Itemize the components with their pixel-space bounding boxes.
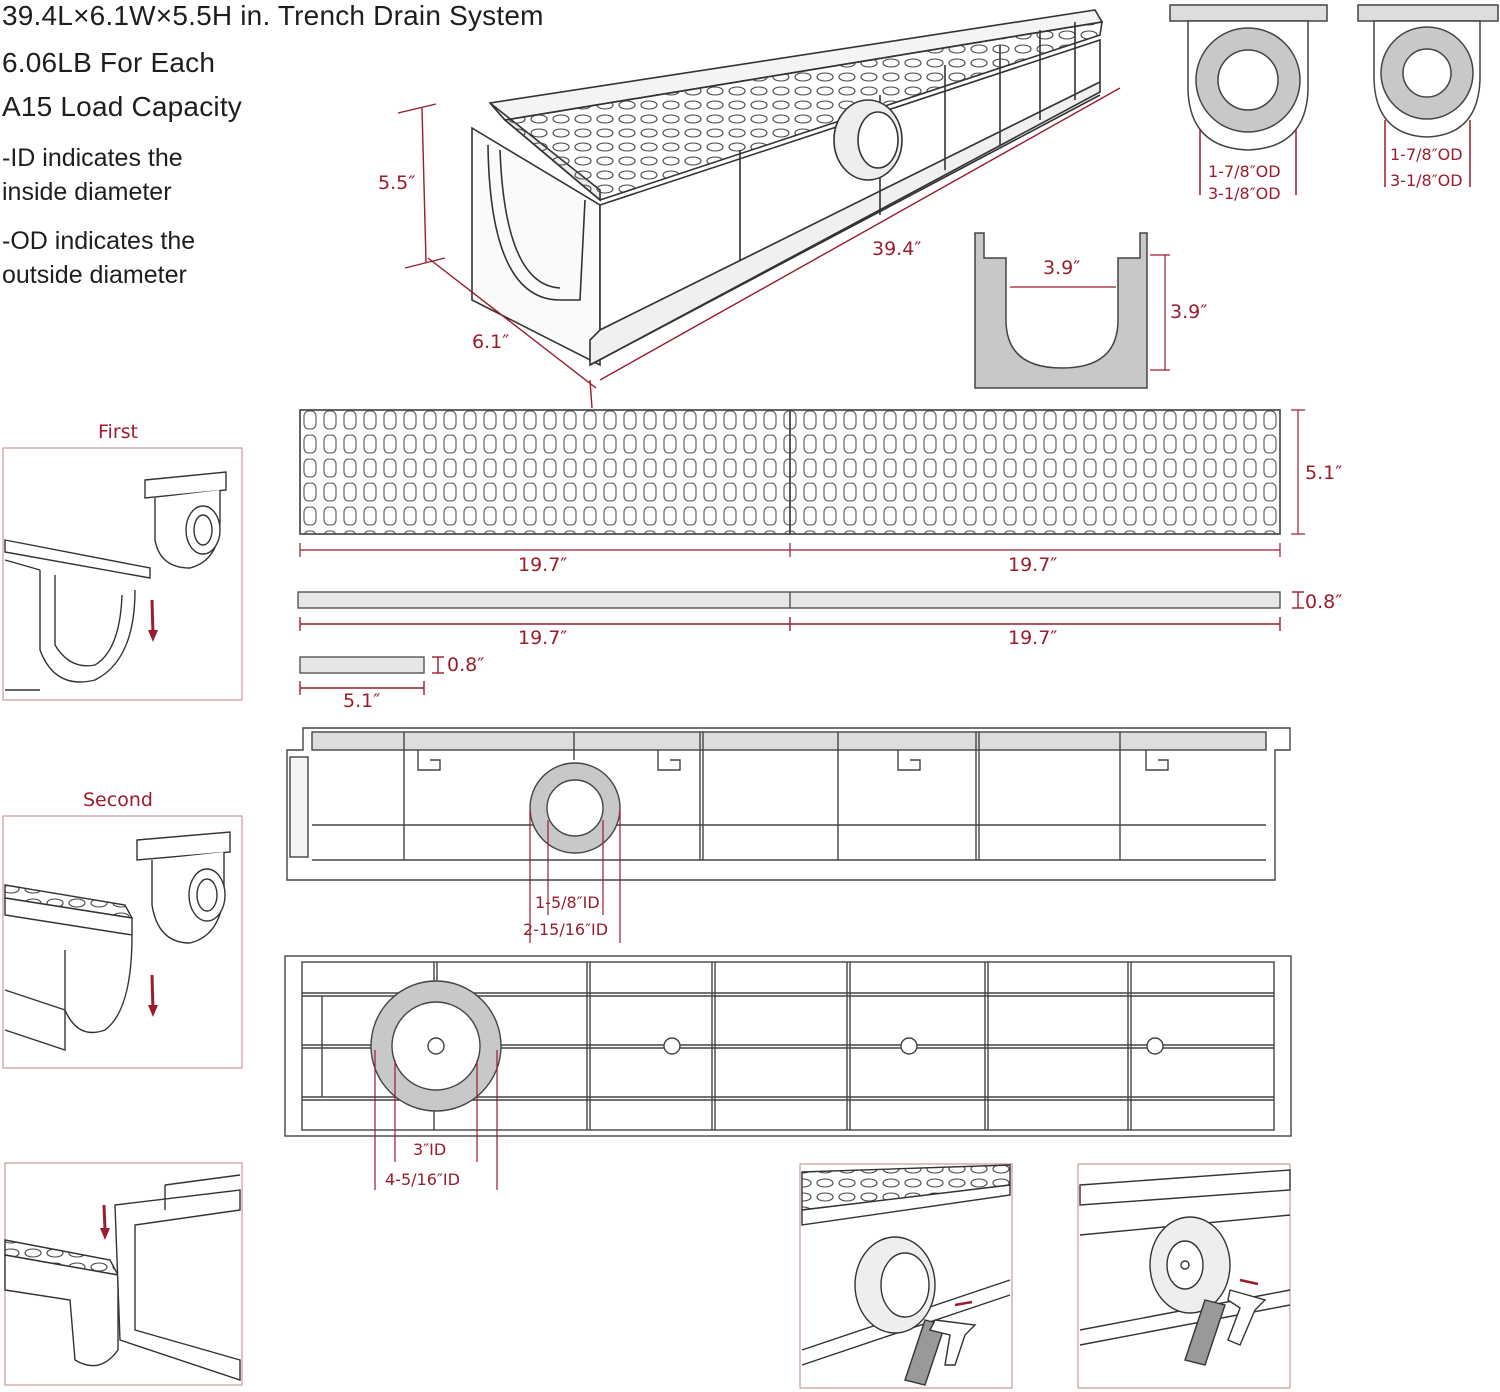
section-width-label: 3.9″ — [1043, 257, 1081, 279]
section-depth-label: 3.9″ — [1170, 301, 1208, 323]
end-cap-right-drawing — [1357, 4, 1499, 187]
heading-load: A15 Load Capacity — [2, 91, 243, 122]
cap-right-inner-od: 1-7/8″OD — [1390, 145, 1463, 164]
cap-right-outer-od: 3-1/8″OD — [1390, 171, 1463, 190]
channel-bottom-drawing — [284, 955, 1292, 1137]
side-outlet-id-large: 2-15/16″ID — [523, 920, 609, 939]
grate-height-label: 5.1″ — [1305, 462, 1343, 484]
grate-dimension-lines — [299, 409, 1305, 557]
cross-section-drawing — [974, 232, 1170, 389]
heading-dimensions: 39.4L×6.1W×5.5H in. Trench Drain System — [2, 0, 544, 31]
end-thickness-label: 0.8″ — [447, 654, 485, 676]
note-id-line2: inside diameter — [2, 178, 172, 206]
grate-end-drawing — [299, 656, 444, 695]
cap-left-inner-od: 1-7/8″OD — [1208, 162, 1281, 181]
bottom-outlet-dim-lines — [374, 1050, 498, 1190]
step-panel-third — [4, 1162, 243, 1386]
side-outlet-id-small: 1-5/8″ID — [535, 893, 600, 912]
bottom-outlet-id-large: 4-5/16″ID — [385, 1170, 460, 1189]
step-panel-first — [2, 447, 243, 701]
step-panel-fifth — [1077, 1163, 1291, 1389]
end-width-label: 5.1″ — [343, 690, 381, 712]
iso-dimension-lines — [397, 87, 1121, 409]
grate-side-drawing — [297, 591, 1304, 631]
end-cap-left-drawing — [1169, 4, 1328, 195]
grate-left-length: 19.7″ — [518, 554, 568, 576]
side-thickness-label: 0.8″ — [1305, 591, 1343, 613]
grate-top-drawing — [299, 409, 1281, 535]
iso-channel-drawing — [471, 9, 1104, 367]
cap-left-outer-od: 3-1/8″OD — [1208, 184, 1281, 203]
note-id-line1: -ID indicates the — [2, 144, 183, 172]
step-second-label: Second — [83, 789, 153, 811]
channel-side-drawing — [286, 727, 1291, 881]
step-panel-second — [2, 815, 243, 1069]
iso-height-label: 5.5″ — [378, 172, 416, 194]
step-panel-fourth — [799, 1163, 1013, 1389]
step-first-label: First — [98, 421, 138, 443]
note-od-line1: -OD indicates the — [2, 227, 196, 255]
heading-weight: 6.06LB For Each — [2, 47, 216, 78]
iso-length-label: 39.4″ — [872, 238, 922, 260]
iso-width-label: 6.1″ — [472, 331, 510, 353]
side-left-length: 19.7″ — [518, 627, 568, 649]
note-od-line2: outside diameter — [2, 261, 187, 289]
grate-right-length: 19.7″ — [1008, 554, 1058, 576]
side-right-length: 19.7″ — [1008, 627, 1058, 649]
side-outlet-dim-lines — [529, 810, 621, 943]
bottom-outlet-id-small: 3″ID — [413, 1140, 447, 1159]
